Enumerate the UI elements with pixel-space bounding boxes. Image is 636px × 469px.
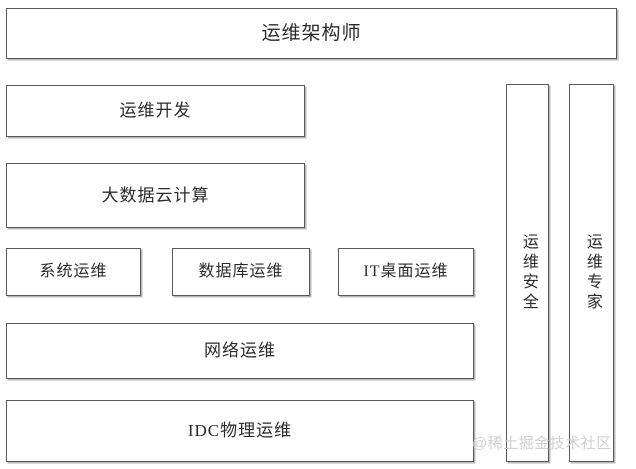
box-db-ops[interactable]: 数据库运维 (172, 248, 310, 296)
box-sys-ops[interactable]: 系统运维 (6, 248, 141, 296)
box-ops-security-label: 运维安全 (519, 233, 537, 313)
box-it-desktop[interactable]: IT桌面运维 (338, 248, 474, 296)
box-sys-ops-label: 系统运维 (39, 263, 108, 281)
box-network-ops-label: 网络运维 (204, 341, 276, 361)
box-ops-architect[interactable]: 运维架构师 (6, 8, 617, 59)
box-db-ops-label: 数据库运维 (198, 263, 284, 281)
box-ops-dev[interactable]: 运维开发 (6, 85, 305, 137)
box-ops-expert-label: 运维专家 (583, 233, 601, 313)
box-ops-expert[interactable]: 运维专家 (569, 84, 614, 462)
box-ops-architect-label: 运维架构师 (261, 22, 362, 44)
box-network-ops[interactable]: 网络运维 (6, 323, 474, 379)
box-ops-security[interactable]: 运维安全 (506, 84, 549, 462)
box-bigdata-cloud-label: 大数据云计算 (101, 185, 210, 205)
box-ops-dev-label: 运维开发 (119, 101, 192, 121)
box-it-desktop-label: IT桌面运维 (363, 263, 449, 281)
box-idc-ops-label: IDC物理运维 (187, 421, 293, 441)
box-idc-ops[interactable]: IDC物理运维 (6, 400, 474, 462)
box-bigdata-cloud[interactable]: 大数据云计算 (6, 163, 305, 228)
